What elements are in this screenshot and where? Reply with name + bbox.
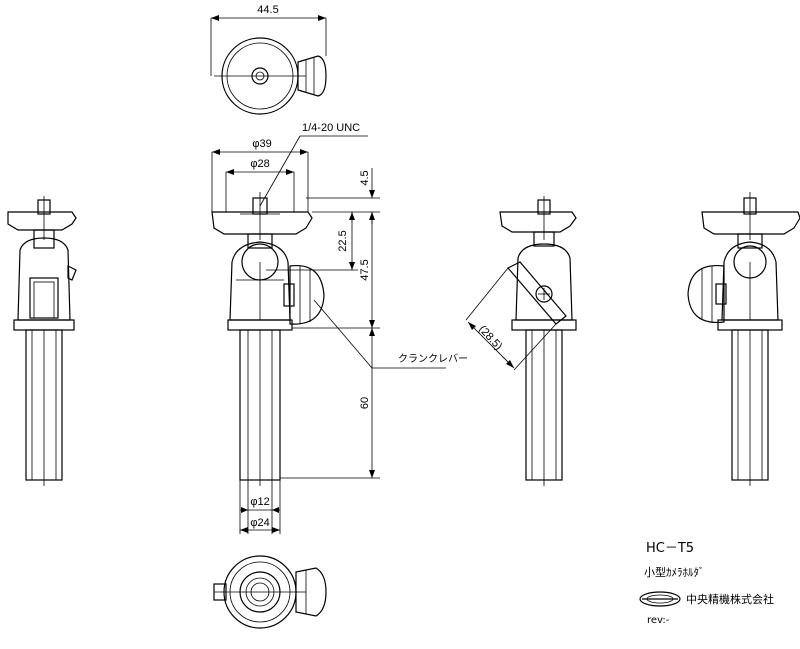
bottom-view [213,555,327,629]
title-block: HC－T5 小型ｶﾒﾗﾎﾙﾀﾞ 中央精機株式会社 rev:- [639,541,774,626]
thread-callout: 1/4-20 UNC [302,122,360,134]
front-view: 1/4-20 UNC φ39 φ28 4.5 22.5 [211,122,468,534]
tilted-side-view: (28.5) [465,196,577,486]
left-side-view [7,196,77,486]
dim-4-5: 4.5 [359,170,371,185]
dim-60: 60 [359,397,371,409]
dim-phi28: φ28 [250,158,269,170]
company-logo-icon [639,591,681,607]
top-view: 44.5 [210,4,327,115]
dim-28-5: (28.5) [476,323,504,352]
revision: rev:- [647,615,670,626]
dim-44-5: 44.5 [257,4,278,16]
product-name: 小型ｶﾒﾗﾎﾙﾀﾞ [644,565,705,579]
crank-lever-label: クランクレバー [398,353,468,365]
company-name: 中央精機株式会社 [686,592,774,606]
dim-phi12: φ12 [250,496,269,508]
dim-phi24: φ24 [250,517,269,529]
dim-22-5: 22.5 [337,230,349,251]
dim-47-5: 47.5 [359,259,371,280]
model-number: HC－T5 [646,541,694,556]
dim-phi39: φ39 [252,138,271,150]
right-side-view [687,192,800,486]
